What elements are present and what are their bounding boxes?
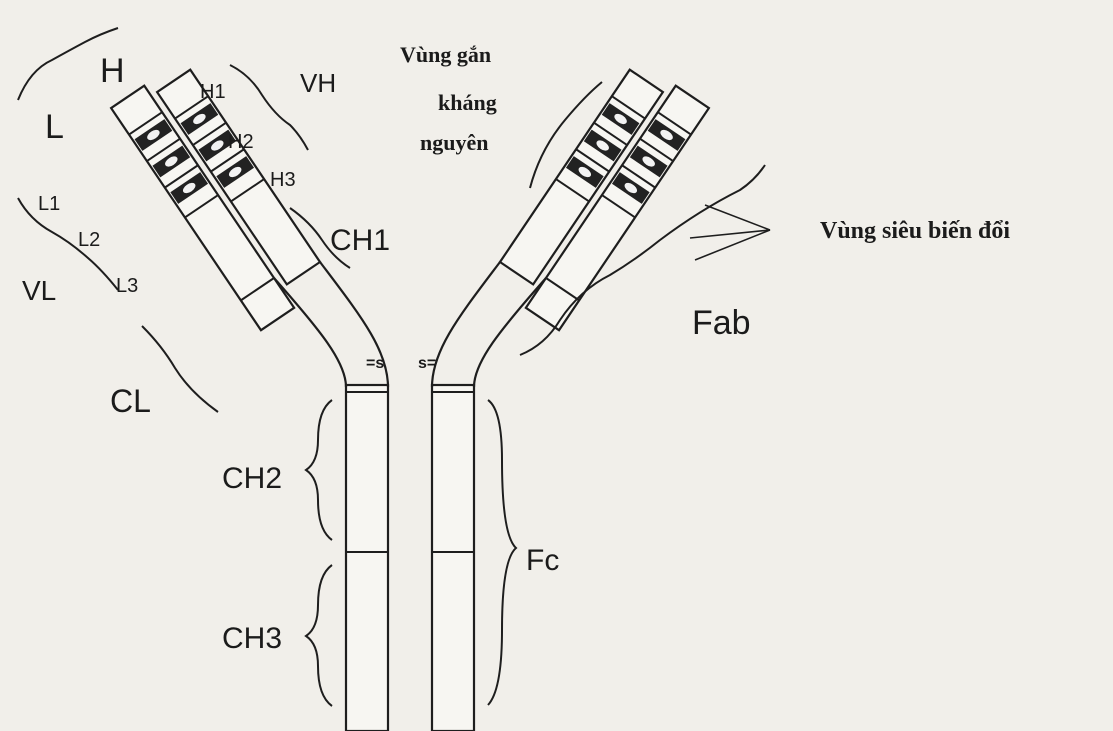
label-fab: Fab [692, 304, 751, 342]
label-disulfide-right: s= [418, 355, 436, 372]
label-antigen-binding-line2: kháng [438, 90, 497, 115]
pointer-line-1 [705, 205, 770, 230]
brace-cl [142, 326, 218, 412]
label-antigen-binding-line1: Vùng gắn [400, 42, 491, 67]
label-vh: VH [300, 68, 336, 98]
label-l1: L1 [38, 193, 60, 215]
brace-ch3 [306, 565, 332, 706]
label-ch1: CH1 [330, 224, 390, 257]
label-h2: H2 [228, 131, 254, 153]
label-h3: H3 [270, 169, 296, 191]
label-l3: L3 [116, 275, 138, 297]
label-disulfide-left: =s [366, 355, 384, 372]
label-cl: CL [110, 383, 151, 419]
label-fc: Fc [526, 544, 559, 577]
label-ch2: CH2 [222, 462, 282, 495]
stem-heavy-chain-left [346, 385, 388, 731]
label-hypervariable: Vùng siêu biến đổi [820, 218, 1010, 244]
stem-heavy-chain-right [432, 385, 474, 731]
label-light-chain: L [45, 108, 64, 146]
label-vl: VL [22, 275, 56, 306]
label-l2: L2 [78, 229, 100, 251]
brace-ch2 [306, 400, 332, 540]
label-ch3: CH3 [222, 622, 282, 655]
hinge-right-inner [432, 262, 500, 387]
label-h1: H1 [200, 81, 226, 103]
brace-fc [488, 400, 516, 705]
label-antigen-binding-line3: nguyên [420, 130, 488, 155]
label-heavy-chain: H [100, 52, 125, 90]
